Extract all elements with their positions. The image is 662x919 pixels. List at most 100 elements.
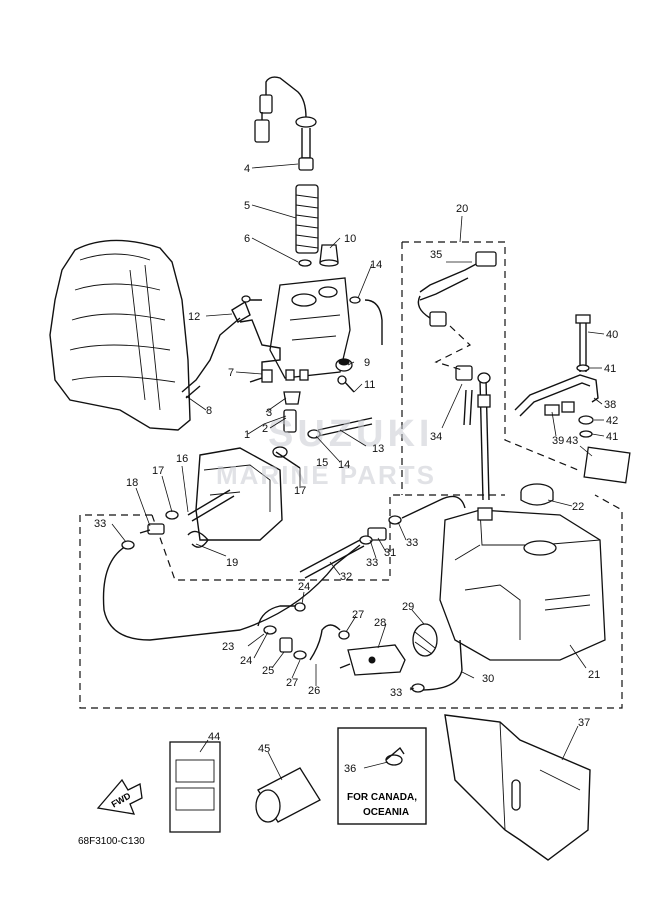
callout-21: 21: [588, 669, 600, 681]
o-ring-6: [298, 259, 312, 267]
callout-41b: 41: [606, 431, 618, 443]
hose-16-edge: [191, 495, 235, 522]
clip-24-upper: [294, 602, 306, 612]
note-line-1: FOR CANADA,: [347, 792, 417, 803]
motor-29: [412, 623, 438, 657]
watermark-brand: SUZUKI: [268, 413, 433, 455]
note-line-2: OCEANIA: [363, 807, 409, 818]
clip-12: [231, 295, 262, 323]
callout-41a: 41: [604, 363, 616, 375]
callout-37: 37: [578, 717, 590, 729]
hose-26: [309, 624, 341, 661]
lead-path-dash: [434, 325, 472, 371]
callout-25: 25: [262, 665, 274, 677]
washer-41b: [579, 430, 593, 438]
callout-27b: 27: [286, 677, 298, 689]
watermark-sub: MARINE PARTS: [216, 460, 436, 490]
oil-tank-assembly-boundary: [79, 494, 623, 709]
hose-clip-14-upper: [349, 296, 361, 304]
filter-element: [295, 184, 319, 254]
callout-42: 42: [606, 415, 618, 427]
tank-cap-22: [520, 483, 554, 506]
callout-23: 23: [222, 641, 234, 653]
callout-12: 12: [188, 311, 200, 323]
callout-44: 44: [208, 731, 220, 743]
bolt-40: [575, 314, 591, 372]
clip-15: [272, 446, 301, 469]
leader-lines: [111, 163, 605, 781]
callout-22: 22: [572, 501, 584, 513]
callout-24b: 24: [240, 655, 252, 667]
callout-labels: 4 5 6 10 14 12 7 8 9 11 3 2 1 13 14 15 1…: [94, 163, 618, 775]
hose-to-tank: [401, 495, 466, 519]
label-sheet-44: [169, 741, 221, 833]
callout-6: 6: [244, 233, 250, 245]
joint-18: [139, 523, 165, 535]
bracket-7: [239, 319, 281, 383]
callout-45: 45: [258, 743, 270, 755]
callout-35: 35: [430, 249, 442, 261]
hose-16: [187, 489, 231, 516]
joint-25: [279, 637, 293, 653]
fwd-arrow-icon: FWD: [96, 778, 143, 815]
clip-27-upper: [338, 630, 350, 640]
callout-3: 3: [266, 407, 272, 419]
wire-harness-35: [417, 251, 497, 327]
nut-42: [578, 415, 594, 425]
cap-9: [335, 358, 353, 372]
callout-34: 34: [430, 431, 442, 443]
callout-17a: 17: [152, 465, 164, 477]
callout-33b: 33: [366, 557, 378, 569]
callout-39: 39: [552, 435, 564, 447]
callout-5: 5: [244, 200, 250, 212]
callout-33c: 33: [406, 537, 418, 549]
clip-19: [187, 530, 209, 548]
callout-19: 19: [226, 557, 238, 569]
callout-14a: 14: [370, 259, 382, 271]
callout-28: 28: [374, 617, 386, 629]
callout-29: 29: [402, 601, 414, 613]
oil-pump-28: [339, 644, 406, 676]
hose-8-end: [185, 385, 201, 399]
diagram-code: 68F3100-C130: [78, 836, 145, 847]
callout-14b: 14: [338, 459, 350, 471]
callout-10: 10: [344, 233, 356, 245]
label-43: [583, 446, 631, 484]
clip-27-lower: [293, 650, 307, 660]
callout-16: 16: [176, 453, 188, 465]
clip-24-lower: [263, 625, 277, 635]
hose-bundle-45: [255, 767, 321, 823]
note-box: FOR CANADA, OCEANIA: [337, 727, 427, 825]
callout-4: 4: [244, 163, 250, 175]
callout-9: 9: [364, 357, 370, 369]
hose-32-edge: [304, 545, 365, 579]
callout-24a: 24: [298, 581, 310, 593]
engine-block: [49, 239, 191, 431]
hose-upper-right: [364, 299, 383, 345]
clip-3: [283, 391, 301, 405]
hose-8: [181, 317, 241, 393]
callout-7: 7: [228, 367, 234, 379]
hose-23: [257, 605, 298, 627]
clip-14-lower: [307, 429, 321, 439]
callout-32: 32: [340, 571, 352, 583]
sensor-lead-assembly: [254, 76, 317, 171]
callout-26: 26: [308, 685, 320, 697]
callout-11: 11: [364, 379, 375, 391]
hose-13: [317, 417, 373, 431]
kit-20-boundary: [401, 241, 579, 495]
callout-8: 8: [206, 405, 212, 417]
callout-20: 20: [456, 203, 468, 215]
clip-17: [165, 510, 179, 520]
tank-strap-38: [514, 374, 599, 417]
callout-17b: 17: [294, 485, 306, 497]
callout-27a: 27: [352, 609, 364, 621]
clip-33-lower: [411, 683, 425, 693]
hose-32: [299, 539, 361, 573]
mount-plate-37: [444, 714, 591, 861]
callout-36: 36: [344, 763, 356, 775]
callout-18: 18: [126, 477, 138, 489]
callout-15: 15: [316, 457, 328, 469]
callout-1: 1: [244, 429, 250, 441]
